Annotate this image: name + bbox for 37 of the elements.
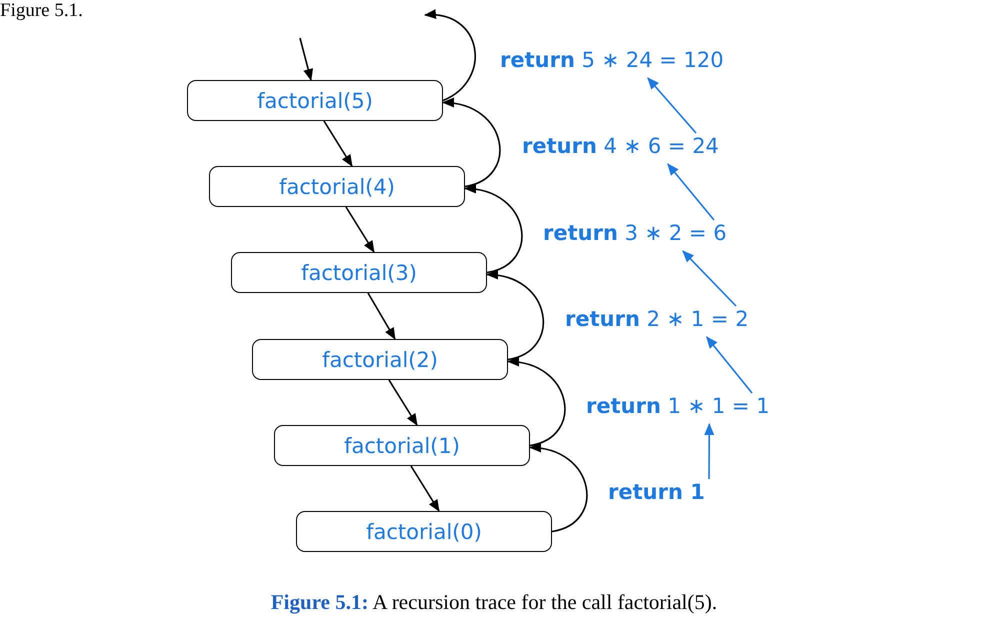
- call-arrow: [299, 38, 314, 81]
- figure-reference: Figure 5.1.: [0, 0, 83, 22]
- return-arrow: [667, 163, 715, 220]
- call-label: factorial(4): [279, 174, 395, 198]
- return-arrow: [647, 77, 697, 134]
- call-arrow: [388, 380, 418, 426]
- return-value-label: return 1: [608, 480, 705, 504]
- return-arrow: [706, 336, 753, 394]
- call-box: [231, 252, 487, 293]
- return-value-label: return 1 ∗ 1 = 1: [586, 394, 770, 418]
- call-box: [252, 339, 508, 380]
- return-arrow: [682, 250, 737, 307]
- call-box: [296, 511, 552, 552]
- call-arrow: [424, 10, 476, 102]
- return-value-label: return 4 ∗ 6 = 24: [522, 134, 719, 158]
- figure-caption: Figure 5.1: A recursion trace for the call factorial(5).: [270, 590, 718, 614]
- call-arrow: [323, 120, 353, 167]
- return-value-label: return 2 ∗ 1 = 2: [565, 307, 749, 331]
- return-value-label: return 3 ∗ 2 = 6: [543, 221, 727, 245]
- call-arrow: [367, 292, 396, 340]
- call-arrow: [507, 358, 566, 446]
- call-label: factorial(2): [322, 348, 438, 372]
- call-arrow: [410, 466, 440, 512]
- call-box: [209, 166, 465, 207]
- call-box: [187, 80, 443, 121]
- call-label: factorial(3): [301, 260, 417, 284]
- call-box: [274, 425, 530, 466]
- call-arrow: [486, 270, 544, 360]
- call-label: factorial(0): [366, 520, 482, 544]
- return-arrow: [704, 423, 714, 479]
- return-value-label: return 5 ∗ 24 = 120: [500, 48, 724, 72]
- call-label: factorial(5): [257, 88, 373, 112]
- call-arrow: [464, 184, 523, 274]
- call-label: factorial(1): [344, 434, 460, 458]
- call-arrow: [345, 206, 375, 253]
- call-arrow: [529, 444, 588, 532]
- call-arrow: [442, 98, 501, 188]
